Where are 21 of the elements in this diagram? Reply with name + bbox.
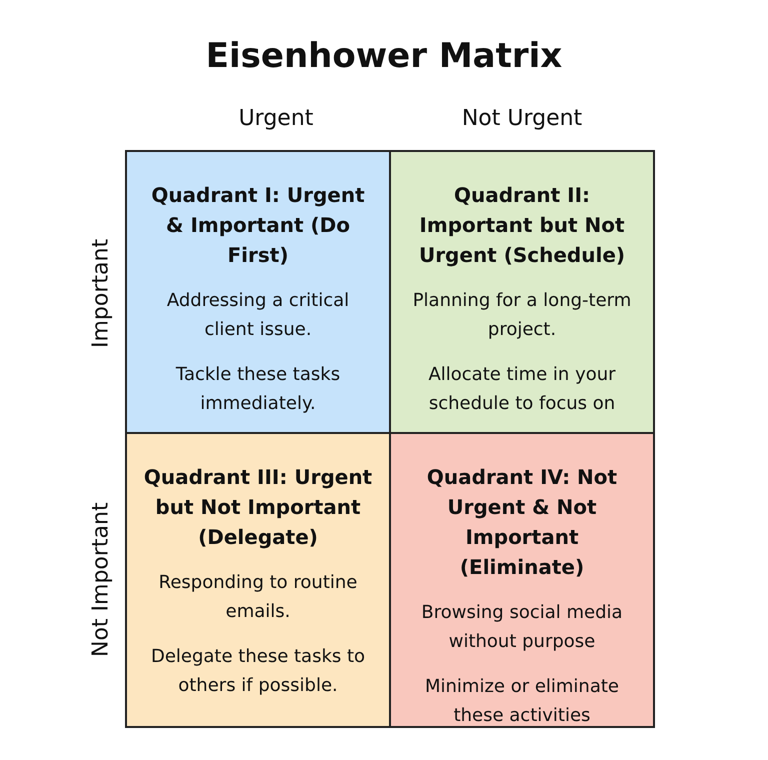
quadrant-heading: Quadrant I: Urgent & Important (Do First) bbox=[150, 182, 366, 269]
quadrant-panel bbox=[389, 432, 655, 728]
quadrant-heading: Quadrant III: Urgent but Not Important (Delegate) bbox=[142, 464, 374, 551]
action-text: Delegate these tasks to others if possible. bbox=[150, 645, 366, 698]
example-text: Planning for a long-term project. bbox=[412, 289, 632, 342]
example-text: Responding to routine emails. bbox=[158, 571, 358, 624]
column-header: Not Urgent bbox=[460, 106, 584, 131]
action-text: Allocate time in your schedule to focus on bbox=[427, 363, 617, 416]
row-header: Not Important bbox=[88, 502, 114, 660]
quadrant-panel bbox=[125, 150, 391, 434]
quadrant-panel bbox=[125, 432, 391, 728]
quadrant-heading: Quadrant II: Important but Not Urgent (Schedule) bbox=[418, 182, 626, 269]
action-text: Tackle these tasks immediately. bbox=[174, 363, 342, 416]
row-header: Important bbox=[88, 237, 114, 350]
action-text: Minimize or eliminate these activities bbox=[424, 675, 620, 728]
matrix-title: Eisenhower Matrix bbox=[204, 36, 564, 76]
example-text: Addressing a critical client issue. bbox=[166, 289, 350, 342]
quadrant-panel bbox=[389, 150, 655, 434]
column-header: Urgent bbox=[238, 106, 314, 131]
quadrant-heading: Quadrant IV: Not Urgent & Not Important (Eliminate) bbox=[426, 464, 618, 581]
example-text: Browsing social media without purpose bbox=[420, 601, 624, 654]
